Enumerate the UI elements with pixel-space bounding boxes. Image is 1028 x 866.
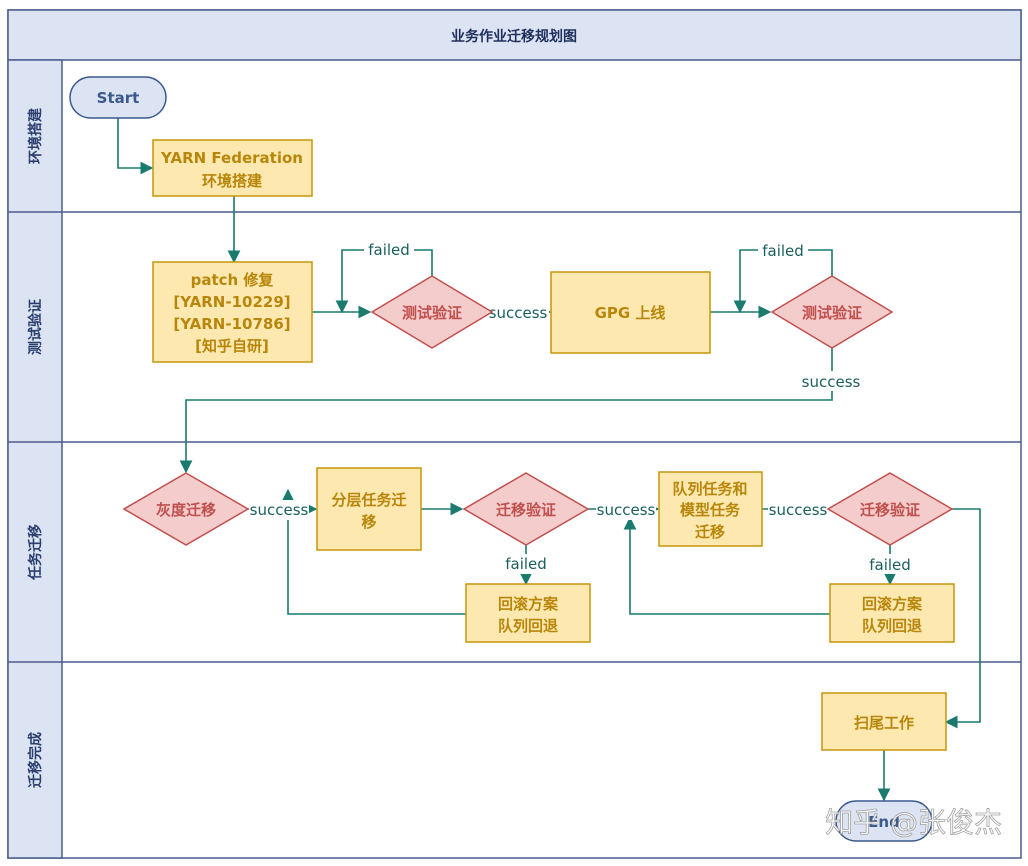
node-layer-migration[interactable]: 分层任务迁 移: [316, 467, 422, 551]
node-migration-verify-1[interactable]: 迁移验证: [462, 472, 590, 546]
node-queue-model-line1: 队列任务和: [672, 480, 747, 498]
edge-label-success1: success: [489, 304, 548, 322]
edge-labels: failed success failed success success su…: [249, 240, 914, 574]
node-migration-verify-1-label: 迁移验证: [496, 501, 556, 519]
node-patch-line4: [知乎自研]: [195, 337, 269, 355]
node-yarn-federation-line2: 环境搭建: [202, 172, 263, 190]
node-end-label: End: [868, 813, 900, 831]
lane-label-done: 迁移完成: [27, 732, 44, 788]
node-rollback-2-line1: 回滚方案: [862, 595, 923, 613]
node-test-verify-2-label: 测试验证: [802, 304, 862, 322]
node-patch-line1: patch 修复: [191, 271, 275, 289]
edge-label-failed2: failed: [762, 242, 804, 260]
edge-label-failed4: failed: [869, 556, 911, 574]
node-yarn-federation-line1: YARN Federation: [160, 149, 303, 167]
node-gray-migration-label: 灰度迁移: [156, 501, 216, 519]
node-gpg-online-label: GPG 上线: [595, 304, 666, 322]
node-queue-model-migration[interactable]: 队列任务和 模型任务 迁移: [658, 471, 763, 547]
watermark-text: 知乎 @张俊杰: [825, 806, 1002, 839]
lane-header-column: [7, 59, 63, 859]
edge-rollback2-queue: [623, 516, 830, 615]
node-rollback-1-line1: 回滚方案: [498, 595, 559, 613]
node-start-label: Start: [97, 89, 140, 107]
edge-label-failed3: failed: [505, 555, 547, 573]
node-layer-migration-line2: 移: [361, 513, 376, 531]
edge-label-success2: success: [802, 373, 861, 391]
node-cleanup-label: 扫尾工作: [854, 714, 914, 732]
edge-verify2-cleanup: [944, 508, 981, 729]
node-rollback-1-line2: 队列回退: [498, 617, 558, 635]
node-end[interactable]: End: [835, 800, 933, 842]
edge-start-yarn: [117, 118, 154, 175]
edge-label-success3: success: [250, 501, 309, 519]
edge-label-success4: success: [597, 501, 656, 519]
node-test-verify-1-label: 测试验证: [402, 304, 462, 322]
node-test-verify-2[interactable]: 测试验证: [770, 275, 894, 349]
node-patch[interactable]: patch 修复 [YARN-10229] [YARN-10786] [知乎自研…: [152, 261, 313, 363]
swimlane-frame: [7, 9, 1022, 859]
lane-label-migrate: 任务迁移: [27, 524, 44, 581]
node-rollback-1[interactable]: 回滚方案 队列回退: [465, 583, 591, 643]
node-queue-model-line3: 迁移: [695, 523, 725, 541]
node-yarn-federation[interactable]: YARN Federation 环境搭建: [152, 139, 313, 197]
node-patch-line2: [YARN-10229]: [173, 293, 290, 311]
edge-label-success5: success: [769, 501, 828, 519]
node-migration-verify-2[interactable]: 迁移验证: [826, 472, 954, 546]
node-migration-verify-2-label: 迁移验证: [860, 501, 920, 519]
edge-label-failed1: failed: [368, 241, 410, 259]
node-test-verify-1[interactable]: 测试验证: [370, 275, 494, 349]
lane-label-test: 测试验证: [27, 299, 44, 355]
lane-label-env: 环境搭建: [27, 108, 44, 164]
node-rollback-2-line2: 队列回退: [862, 617, 922, 635]
node-gpg-online[interactable]: GPG 上线: [550, 271, 711, 354]
node-gray-migration[interactable]: 灰度迁移: [122, 472, 250, 546]
node-layer-migration-line1: 分层任务迁: [331, 491, 406, 509]
node-queue-model-line2: 模型任务: [680, 501, 741, 519]
diagram-title: 业务作业迁移规划图: [451, 28, 577, 45]
edge-rollback1-layer: [281, 488, 466, 615]
node-patch-line3: [YARN-10786]: [173, 315, 290, 333]
title-bar: [7, 9, 1022, 61]
node-start[interactable]: Start: [69, 76, 167, 119]
node-cleanup[interactable]: 扫尾工作: [821, 692, 947, 751]
node-rollback-2[interactable]: 回滚方案 队列回退: [829, 583, 955, 643]
